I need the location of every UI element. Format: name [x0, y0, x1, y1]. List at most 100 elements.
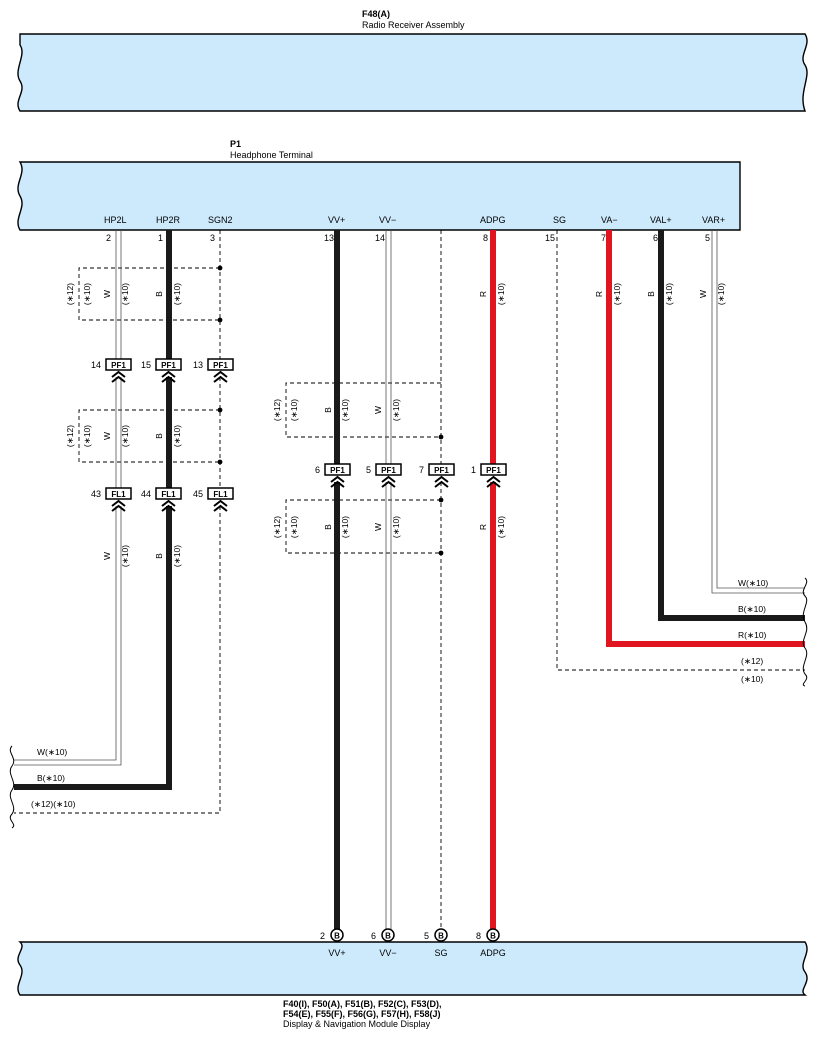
pf1-connector: PF1 5: [366, 463, 402, 488]
pin-number: 15: [141, 360, 151, 370]
wire-note: (∗12): [272, 399, 282, 421]
wire-note: (∗10): [120, 425, 130, 447]
wire-color: W: [373, 406, 383, 414]
wire-note: (∗10): [172, 545, 182, 567]
radio-component-id: F48(A): [362, 9, 390, 19]
wire-label: B(∗10): [738, 604, 766, 614]
fl1-connector: FL1 45: [193, 487, 234, 512]
display-terminals: 2 B VV+ 6 B VV− 5 B SG 8 B ADPG: [320, 928, 506, 958]
terminal-label-val-plus: VAL+: [650, 215, 672, 225]
pin-number: 2: [320, 931, 325, 941]
wire-note: (∗10): [120, 283, 130, 305]
terminal-label-sg: SG: [553, 215, 566, 225]
wire-note: (∗10): [340, 516, 350, 538]
wire-note: (∗10): [612, 283, 622, 305]
wire-note: (∗10): [120, 545, 130, 567]
terminal-label-vv-plus: VV+: [328, 215, 345, 225]
pin-number: 13: [193, 360, 203, 370]
pin-number: 1: [471, 465, 476, 475]
terminal-label-va-minus: VA−: [601, 215, 618, 225]
terminal-label-adpg: ADPG: [480, 215, 506, 225]
red-wires: [490, 230, 805, 930]
wire-note: (∗12): [65, 283, 75, 305]
svg-text:PF1: PF1: [381, 466, 396, 475]
terminal-label-hp2r: HP2R: [156, 215, 181, 225]
pin-number: 15: [545, 233, 555, 243]
wire-color: B: [323, 407, 333, 413]
wire-note: (∗12): [272, 516, 282, 538]
pin-number: 45: [193, 489, 203, 499]
terminal-label-var-plus: VAR+: [702, 215, 725, 225]
wire-note: (∗10): [391, 399, 401, 421]
svg-text:B: B: [334, 932, 340, 941]
wire-color: B: [154, 553, 164, 559]
pin-number: 6: [653, 233, 658, 243]
wire-label: (∗10): [741, 674, 763, 684]
display-terminal: 6 B VV−: [371, 928, 397, 958]
wire-color: R: [478, 291, 488, 297]
wire-color: B: [154, 433, 164, 439]
wire-color: W: [102, 290, 112, 298]
pf1-row1-connectors: PF1 14 PF1 15 PF1 13: [91, 358, 234, 383]
svg-text:PF1: PF1: [486, 466, 501, 475]
terminal-label-vv-minus: VV−: [379, 215, 396, 225]
wire-color: B: [646, 291, 656, 297]
pin-number: 5: [366, 465, 371, 475]
headphone-terminal-panel: [17, 161, 741, 231]
wire-note: (∗10): [496, 283, 506, 305]
fl1-connectors: FL1 43 FL1 44 FL1 45: [91, 487, 234, 512]
dashed-wires: [14, 230, 805, 930]
display-terminal-name: SG: [434, 948, 447, 958]
display-module-panel: [17, 941, 808, 996]
headphone-component-name: Headphone Terminal: [230, 150, 313, 160]
display-terminal: 8 B ADPG: [476, 928, 506, 958]
pin-number: 44: [141, 489, 151, 499]
svg-text:FL1: FL1: [213, 490, 228, 499]
svg-text:FL1: FL1: [161, 490, 176, 499]
wire-label: (∗12): [741, 656, 763, 666]
svg-text:PF1: PF1: [111, 361, 126, 370]
pf1-row2-connectors: PF1 6 PF1 5 PF1 7 PF1 1: [315, 463, 507, 488]
pin-number: 8: [483, 233, 488, 243]
pin-number: 7: [601, 233, 606, 243]
pin-number: 14: [91, 360, 101, 370]
radio-component-name: Radio Receiver Assembly: [362, 20, 465, 30]
white-wires: [14, 230, 805, 930]
display-component-name: Display & Navigation Module Display: [283, 1019, 431, 1029]
wire-note: (∗10): [82, 283, 92, 305]
pf1-connector: PF1 1: [471, 463, 507, 488]
display-terminal-name: ADPG: [480, 948, 506, 958]
wire-color: W: [373, 523, 383, 531]
pf1-connector: PF1 13: [193, 358, 234, 383]
black-wires: [14, 230, 805, 930]
svg-text:B: B: [490, 932, 496, 941]
p1-pin-numbers: 2 1 3 13 14 8 15 7 6 5: [106, 233, 710, 243]
pf1-connector: PF1 7: [419, 463, 455, 488]
wire-color: R: [478, 524, 488, 530]
svg-text:B: B: [385, 932, 391, 941]
wire-label: W(∗10): [37, 747, 67, 757]
pin-number: 6: [315, 465, 320, 475]
svg-text:PF1: PF1: [330, 466, 345, 475]
wire-note: (∗12): [65, 425, 75, 447]
display-terminal-name: VV+: [328, 948, 345, 958]
terminal-label-sgn2: SGN2: [208, 215, 233, 225]
horizontal-wire-labels: W(∗10) B(∗10) R(∗10) (∗12) (∗10) W(∗10) …: [31, 578, 768, 809]
p1-terminal-labels: HP2L HP2R SGN2 VV+ VV− ADPG SG VA− VAL+ …: [104, 215, 725, 225]
svg-text:PF1: PF1: [213, 361, 228, 370]
pin-number: 6: [371, 931, 376, 941]
svg-text:FL1: FL1: [111, 490, 126, 499]
wire-note: (∗10): [716, 283, 726, 305]
radio-receiver-panel: [17, 33, 808, 112]
svg-text:PF1: PF1: [434, 466, 449, 475]
wire-note: (∗10): [82, 425, 92, 447]
wire-label: B(∗10): [37, 773, 65, 783]
pf1-connector: PF1 14: [91, 358, 132, 383]
pin-number: 3: [210, 233, 215, 243]
pin-number: 5: [705, 233, 710, 243]
display-terminal: 5 B SG: [424, 928, 448, 958]
svg-text:B: B: [438, 932, 444, 941]
fl1-connector: FL1 43: [91, 487, 132, 512]
display-component-ids: F54(E), F55(F), F56(G), F57(H), F58(J): [283, 1009, 441, 1019]
wire-color: R: [594, 291, 604, 297]
